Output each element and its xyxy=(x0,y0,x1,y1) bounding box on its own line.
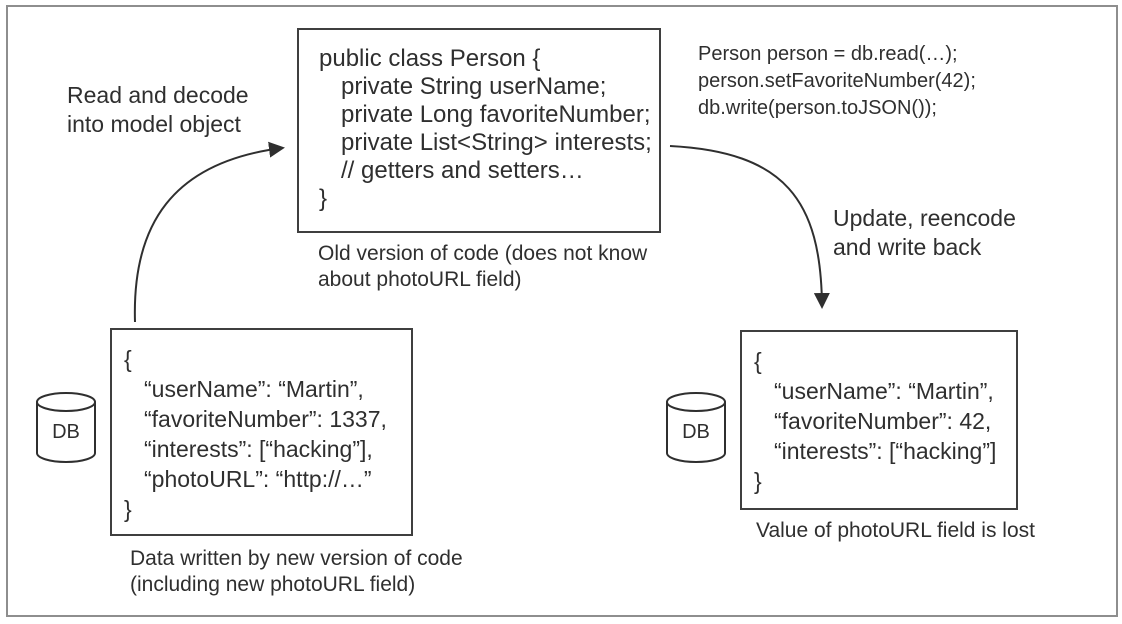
json-line: “userName”: “Martin”, xyxy=(144,376,364,402)
update-code-line: person.setFavoriteNumber(42); xyxy=(698,70,976,92)
class-box-caption: Old version of code (does not know about… xyxy=(318,241,647,293)
json-line: “favoriteNumber”: 1337, xyxy=(144,406,387,432)
json-right-caption: Value of photoURL field is lost xyxy=(756,519,1035,542)
class-code-line: } xyxy=(319,185,328,212)
json-line: { xyxy=(754,348,762,374)
json-line: “interests”: [“hacking”], xyxy=(144,436,373,462)
update-write-label-line1: Update, reencode xyxy=(833,205,1016,231)
json-box-new-data: { “userName”: “Martin”, “favoriteNumber”… xyxy=(110,328,413,536)
update-write-label: Update, reencode and write back xyxy=(833,204,1016,262)
class-code-line: public class Person { xyxy=(319,45,541,72)
update-code-line: Person person = db.read(…); xyxy=(698,43,958,65)
db-right-label: DB xyxy=(682,421,710,443)
read-decode-label-line2: into model object xyxy=(67,111,241,137)
update-write-arrow xyxy=(669,145,830,309)
json-line: “photoURL”: “http://…” xyxy=(144,466,372,492)
person-class-box: public class Person { private String use… xyxy=(297,28,661,233)
json-line: “userName”: “Martin”, xyxy=(774,378,994,404)
json-left-caption: Data written by new version of code (inc… xyxy=(130,546,463,598)
update-write-label-line2: and write back xyxy=(833,234,982,260)
json-line: { xyxy=(124,346,132,372)
db-cylinder-left: DB xyxy=(36,392,96,463)
db-left-label: DB xyxy=(52,421,80,443)
class-box-caption-line2: about photoURL field) xyxy=(318,268,522,291)
json-line: “favoriteNumber”: 42, xyxy=(774,408,992,434)
class-code-line: // getters and setters… xyxy=(341,157,584,184)
db-cylinder-right: DB xyxy=(666,392,726,463)
json-box-lost-data: { “userName”: “Martin”, “favoriteNumber”… xyxy=(740,330,1018,510)
class-box-caption-line1: Old version of code (does not know xyxy=(318,242,648,265)
class-code-line: private Long favoriteNumber; xyxy=(341,101,651,128)
update-code-line: db.write(person.toJSON()); xyxy=(698,97,937,119)
json-line: } xyxy=(754,468,762,494)
json-line: } xyxy=(124,496,132,522)
update-code-snippet: Person person = db.read(…); person.setFa… xyxy=(698,41,976,122)
read-decode-arrow xyxy=(133,141,285,323)
class-code-line: private String userName; xyxy=(341,73,607,100)
json-line: “interests”: [“hacking”] xyxy=(774,438,997,464)
read-decode-label-line1: Read and decode xyxy=(67,82,249,108)
class-code-line: private List<String> interests; xyxy=(341,129,652,156)
json-left-caption-line2: (including new photoURL field) xyxy=(130,573,416,596)
json-left-caption-line1: Data written by new version of code xyxy=(130,547,463,570)
read-decode-label: Read and decode into model object xyxy=(67,81,249,139)
